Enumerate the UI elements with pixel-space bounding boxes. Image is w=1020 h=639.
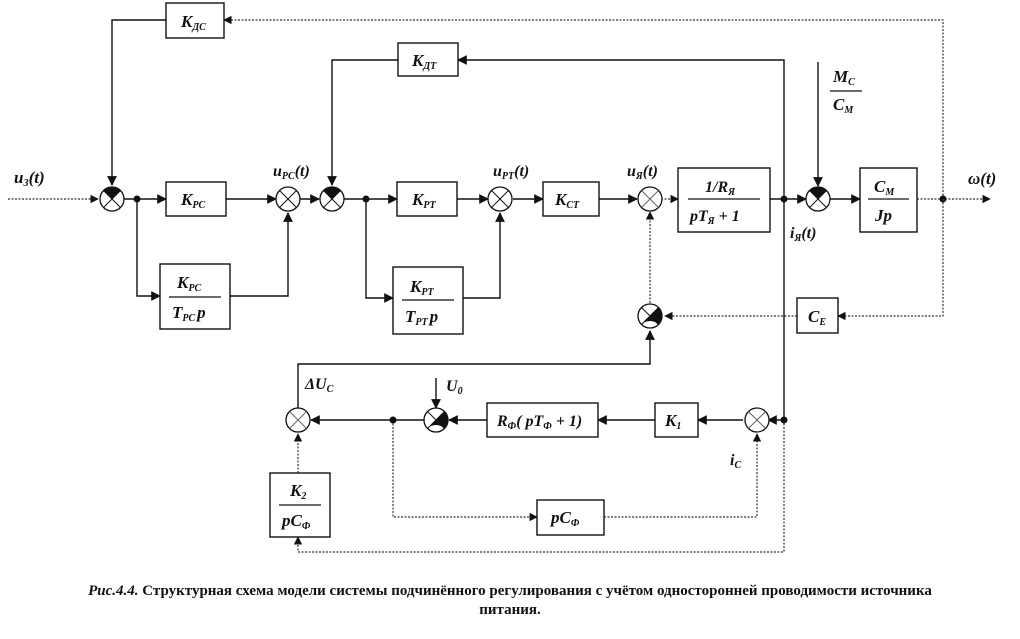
block-k-st: KСТ: [542, 181, 600, 217]
svg-text:RФ( pTФ + 1): RФ( pTФ + 1): [496, 413, 582, 432]
emf-feedback-loop: [297, 199, 944, 410]
block-k-dc: KДС: [165, 2, 225, 39]
label-delta-u: ΔUC: [304, 376, 334, 395]
figure-number: Рис.4.4.: [88, 583, 139, 599]
svg-text:KРС: KРС: [176, 273, 201, 294]
block-k-dt: KДТ: [397, 42, 459, 77]
sum-junction-u0: [423, 407, 449, 433]
block-r-f: RФ( pTФ + 1): [486, 402, 599, 438]
sum-junction-speed: [99, 186, 125, 212]
block-c-e: CE: [796, 297, 839, 334]
sum-junction-pi-speed: [275, 186, 301, 212]
sum-junction-pi-current: [487, 186, 513, 212]
caption-text: Структурная схема модели системы подчинё…: [138, 583, 932, 618]
svg-text:KДТ: KДТ: [411, 51, 437, 72]
sum-junction-torque: [805, 186, 831, 212]
supply-subsystem-wires: [293, 199, 788, 553]
svg-text:KСТ: KСТ: [554, 190, 580, 211]
sum-junction-delta-u: [285, 407, 311, 433]
label-uya: uЯ(t): [627, 163, 658, 182]
sum-junction-current: [319, 186, 345, 212]
svg-text:CE: CE: [808, 307, 826, 328]
block-k-rs: KРС: [165, 181, 227, 217]
speed-integral-branch: [133, 195, 293, 301]
svg-text:KРТ: KРТ: [409, 277, 434, 298]
svg-text:KРС: KРС: [180, 190, 205, 211]
svg-text:pTЯ + 1: pTЯ + 1: [688, 208, 740, 227]
label-iya: iЯ(t): [790, 225, 816, 244]
label-omega: ω(t): [968, 169, 996, 188]
svg-text:MC: MC: [832, 67, 855, 88]
sum-junction-emf: [637, 303, 663, 329]
svg-text:CM: CM: [874, 177, 895, 198]
svg-text:CM: CM: [833, 95, 854, 116]
svg-text:Jp: Jp: [874, 206, 892, 225]
svg-text:KРТ: KРТ: [411, 190, 436, 211]
sum-junction-armature: [637, 186, 663, 212]
svg-text:pCФ: pCФ: [280, 511, 311, 532]
block-motor: CM Jp: [859, 167, 918, 233]
block-k1: K1: [654, 402, 699, 438]
current-feedback-loop: [327, 55, 788, 203]
block-k-rt: KРТ: [396, 181, 458, 217]
block-armature: 1/RЯ pTЯ + 1: [677, 167, 771, 233]
block-pc-f: pCФ: [536, 499, 605, 536]
speed-feedback-loop: [107, 15, 947, 203]
block-k2: K2 pCФ: [269, 472, 331, 538]
svg-text:1/RЯ: 1/RЯ: [705, 179, 736, 198]
svg-text:KДС: KДС: [180, 12, 206, 33]
current-integral-branch: [362, 195, 505, 303]
label-urt: uРТ(t): [493, 163, 529, 182]
figure-caption: Рис.4.4. Структурная схема модели систем…: [80, 582, 940, 620]
svg-text:K1: K1: [664, 411, 681, 432]
svg-text:K2: K2: [289, 481, 306, 502]
label-urs: uРС(t): [273, 163, 310, 182]
label-load-torque: MC CM: [830, 67, 862, 116]
label-ic: iC: [730, 452, 741, 471]
sum-junction-ic: [744, 407, 770, 433]
svg-text:pCФ: pCФ: [549, 508, 580, 529]
label-u3: uЗ(t): [14, 168, 45, 189]
label-u0: U0: [446, 378, 463, 397]
